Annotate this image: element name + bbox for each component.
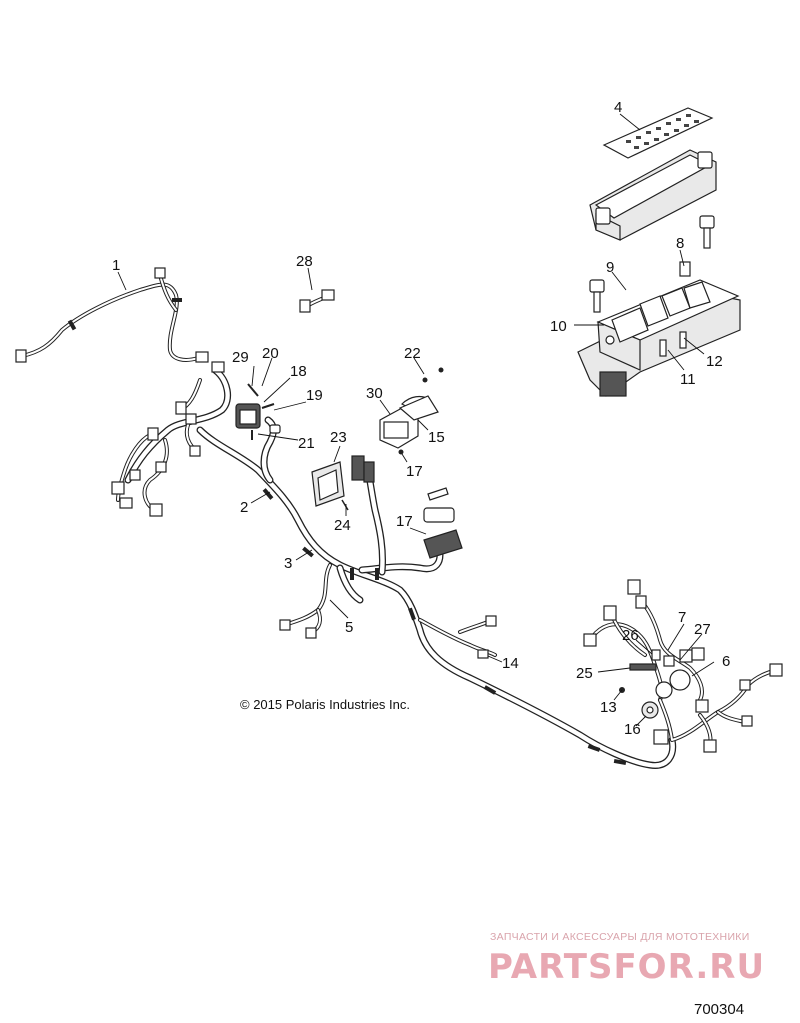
copyright-text: © 2015 Polaris Industries Inc. [240, 697, 410, 712]
watermark-brand: PARTSFOR.RU [488, 947, 765, 987]
fuse-holder [423, 487, 463, 559]
bolt [699, 215, 715, 249]
callout-12: 12 [706, 353, 723, 370]
callout-5: 5 [345, 619, 353, 636]
callout-23: 23 [330, 429, 347, 446]
callout-22: 22 [404, 345, 421, 362]
relay-module [235, 383, 281, 440]
rear-connector-group [619, 649, 691, 719]
callout-15: 15 [428, 429, 445, 446]
fuse-box-cover [589, 149, 717, 241]
callout-8: 8 [676, 235, 684, 252]
callout-20: 20 [262, 345, 279, 362]
callout-10: 10 [550, 318, 567, 335]
watermark: ЗАПЧАСТИ И АКСЕССУАРЫ ДЛЯ МОТОТЕХНИКИ PA… [488, 931, 765, 987]
callout-2: 2 [240, 499, 248, 516]
callout-26: 26 [622, 627, 639, 644]
callout-28: 28 [296, 253, 313, 270]
figure-number: 700304 [694, 1001, 744, 1018]
callout-21: 21 [298, 435, 315, 452]
leader-lines [117, 113, 715, 727]
callout-25: 25 [576, 665, 593, 682]
relay-bracket [379, 367, 444, 455]
callout-16: 16 [624, 721, 641, 738]
fuse-label-sheet [602, 107, 714, 159]
callout-11: 11 [680, 371, 696, 388]
bolt [589, 279, 605, 313]
callout-17a: 17 [406, 463, 423, 480]
callout-24: 24 [334, 517, 351, 534]
electronic-control-unit [311, 455, 375, 511]
callout-29: 29 [232, 349, 249, 366]
callout-7: 7 [678, 609, 686, 626]
callout-6: 6 [722, 653, 730, 670]
fuse-box-base [577, 261, 741, 397]
harness-connectors [15, 267, 783, 753]
harness-clips [67, 298, 627, 766]
callout-9: 9 [606, 259, 614, 276]
callout-4: 4 [614, 99, 622, 116]
callout-18: 18 [290, 363, 307, 380]
callout-labels: 1 2 3 4 5 6 7 8 9 10 11 12 13 14 15 16 1… [112, 99, 730, 738]
callout-3: 3 [284, 555, 292, 572]
callout-19: 19 [306, 387, 323, 404]
watermark-tagline: ЗАПЧАСТИ И АКСЕССУАРЫ ДЛЯ МОТОТЕХНИКИ [490, 931, 750, 943]
callout-30: 30 [366, 385, 383, 402]
callout-1: 1 [112, 257, 120, 274]
callout-17b: 17 [396, 513, 413, 530]
callout-27: 27 [694, 621, 711, 638]
callout-14: 14 [502, 655, 519, 672]
callout-13: 13 [600, 699, 617, 716]
